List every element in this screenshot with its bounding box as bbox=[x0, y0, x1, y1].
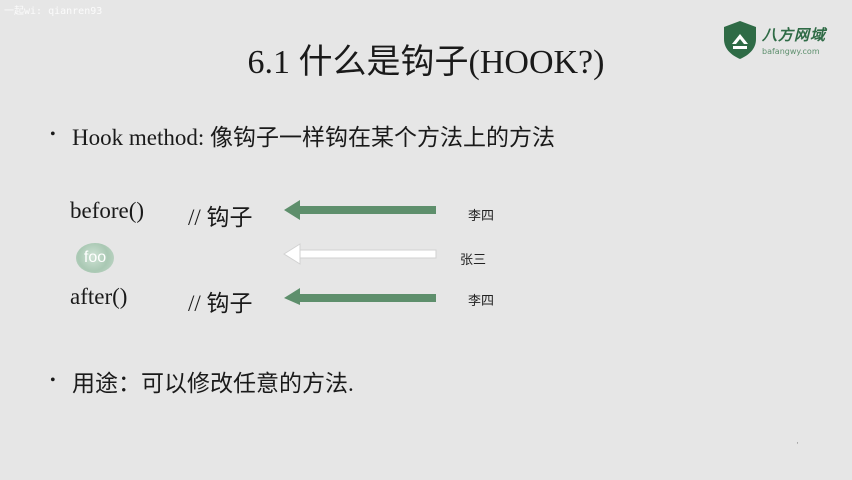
arrow-before bbox=[284, 200, 436, 220]
watermark-text: 一起wi: qianren93 bbox=[4, 6, 103, 17]
arrows-diagram bbox=[283, 200, 437, 305]
corner-mark: · bbox=[796, 438, 799, 448]
shield-icon bbox=[724, 21, 756, 59]
bullet-text: 用途：可以修改任意的方法. bbox=[72, 371, 354, 396]
after-method-label: after() bbox=[70, 284, 128, 309]
foo-method-circle: foo bbox=[76, 243, 114, 273]
before-method-label: before() bbox=[70, 198, 145, 223]
arrow-after bbox=[284, 288, 436, 305]
after-comment: // 钩子 bbox=[188, 291, 253, 316]
logo-name: 八方网域 bbox=[762, 26, 827, 44]
arrow-foo bbox=[283, 243, 437, 265]
logo-url: bafangwy.com bbox=[762, 47, 820, 56]
person-label-before: 李四 bbox=[468, 209, 495, 224]
bullet-usage: • 用途：可以修改任意的方法. bbox=[50, 364, 354, 398]
before-comment: // 钩子 bbox=[188, 205, 253, 230]
bullet-hook-method: • Hook method: 像钩子一样钩在某个方法上的方法 bbox=[50, 118, 555, 152]
bullet-dot: • bbox=[50, 126, 56, 143]
brand-logo: 八方网域 bafangwy.com bbox=[722, 20, 842, 64]
person-label-after: 李四 bbox=[468, 294, 495, 309]
slide-title: 6.1 什么是钩子(HOOK?) bbox=[247, 44, 605, 81]
person-label-foo: 张三 bbox=[460, 253, 487, 268]
bullet-text: Hook method: 像钩子一样钩在某个方法上的方法 bbox=[72, 125, 555, 150]
bullet-dot: • bbox=[50, 372, 56, 389]
